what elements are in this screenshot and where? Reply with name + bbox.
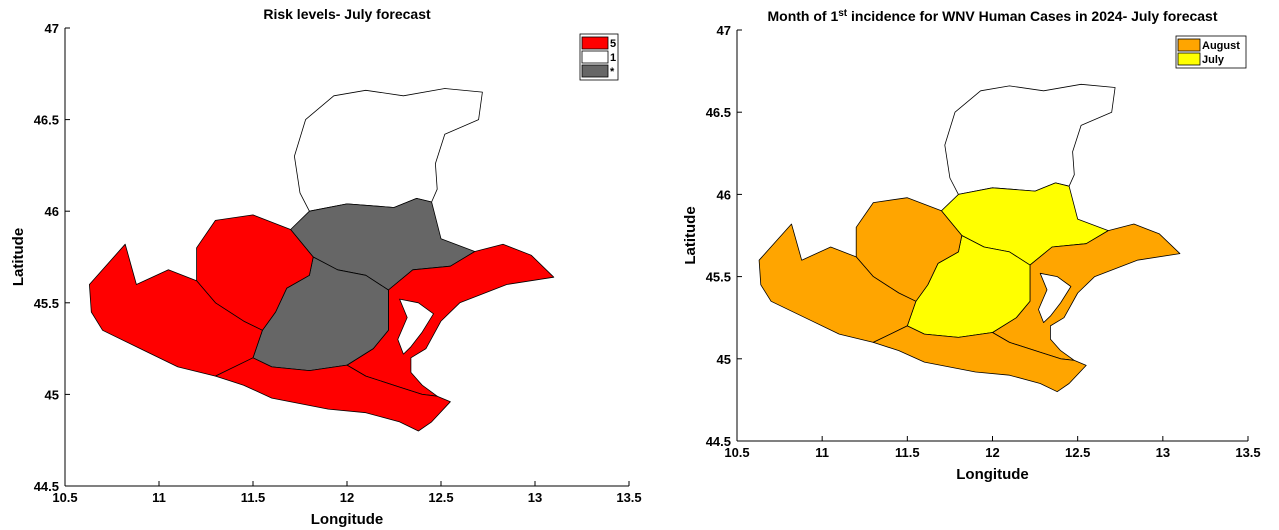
region-rovigo <box>215 357 451 432</box>
x-tick-label: 13 <box>1156 445 1170 460</box>
lagoon <box>1038 272 1072 323</box>
region-verona <box>89 243 263 377</box>
y-tick-label: 44.5 <box>706 434 731 449</box>
map-title: Month of 1st incidence for WNV Human Cas… <box>767 8 1217 25</box>
legend-swatch <box>581 36 609 50</box>
legend-swatch <box>1177 38 1201 52</box>
map-panel-2: 10.5 11 11.5 12 12.5 13 13.5 44.5 45 45.5 46 46.5 47… <box>682 8 1261 484</box>
x-tick-label: 11.5 <box>895 445 920 460</box>
y-tick-label: 45 <box>45 387 59 402</box>
x-tick-label: 13.5 <box>1235 445 1260 460</box>
legend-label: 1 <box>610 52 616 64</box>
region-belluno <box>944 83 1116 195</box>
region-verona <box>758 223 917 343</box>
x-axis-label: Longitude <box>311 511 383 528</box>
y-tick-label: 46.5 <box>706 105 731 120</box>
map-title: Risk levels- July forecast <box>263 6 431 22</box>
y-axis-label: Latitude <box>10 228 27 286</box>
map-panel-1: 10.5 11 11.5 12 12.5 13 13.5 44.5 45 45.5 46 46.5 47… <box>10 6 642 528</box>
region-belluno <box>294 88 483 212</box>
x-tick-label: 13 <box>528 490 542 505</box>
legend-swatch <box>581 50 609 64</box>
x-tick-label: 10.5 <box>724 445 749 460</box>
y-tick-label: 46 <box>45 204 59 219</box>
legend-swatch <box>581 64 609 78</box>
y-tick-label: 46.5 <box>34 113 59 128</box>
x-tick-label: 10.5 <box>52 490 77 505</box>
y-tick-label: 44.5 <box>34 479 59 494</box>
regions <box>758 83 1181 393</box>
legend-label: August <box>1202 40 1240 52</box>
region-rovigo <box>872 325 1087 393</box>
y-tick-label: 45.5 <box>34 296 59 311</box>
x-tick-label: 11 <box>152 490 166 505</box>
x-tick-label: 12 <box>340 490 354 505</box>
legend-label: * <box>610 66 615 78</box>
x-tick-label: 12 <box>985 445 999 460</box>
y-tick-label: 45.5 <box>706 270 731 285</box>
x-tick-label: 13.5 <box>616 490 641 505</box>
regions <box>89 88 555 432</box>
legend: 5 1 * <box>579 33 619 81</box>
x-tick-label: 12.5 <box>1065 445 1090 460</box>
x-tick-label: 11 <box>815 445 829 460</box>
x-tick-label: 11.5 <box>241 490 266 505</box>
y-axis-label: Latitude <box>682 206 699 264</box>
legend-label: 5 <box>610 38 616 50</box>
x-tick-label: 12.5 <box>428 490 453 505</box>
legend-label: July <box>1202 54 1225 66</box>
legend-swatch <box>1177 52 1201 66</box>
x-axis-label: Longitude <box>956 466 1028 483</box>
y-tick-label: 47 <box>45 21 59 36</box>
y-tick-label: 45 <box>717 352 731 367</box>
y-tick-label: 47 <box>717 23 731 38</box>
y-tick-label: 46 <box>717 187 731 202</box>
lagoon <box>397 298 434 355</box>
